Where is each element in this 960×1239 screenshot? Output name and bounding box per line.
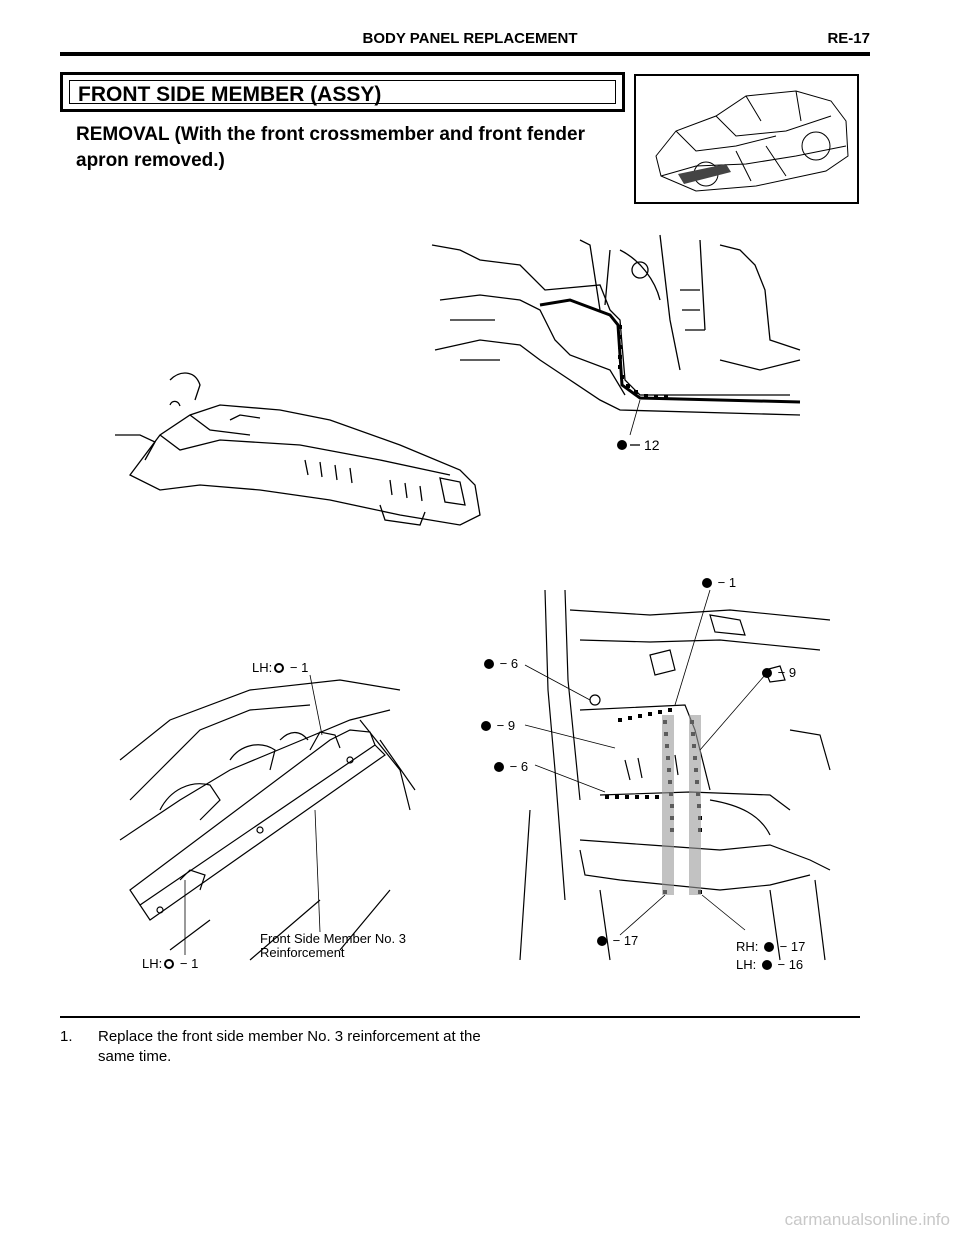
callout-weld-9b: − 9	[481, 719, 515, 733]
weld-symbol-icon	[762, 668, 772, 678]
floor-weld-figure	[519, 589, 831, 961]
page-title: FRONT SIDE MEMBER (ASSY)	[69, 80, 616, 106]
weld-symbol-icon	[702, 578, 712, 588]
vehicle-locator-figure	[634, 74, 859, 204]
watermark: carmanualsonline.info	[784, 1210, 950, 1229]
callout-weld-9a: − 9	[762, 666, 796, 680]
callout-value: 9	[507, 718, 516, 733]
part-label-line1: Front Side Member No. 3	[260, 931, 406, 946]
weld-symbol-icon	[764, 942, 775, 952]
section-title: BODY PANEL REPLACEMENT	[362, 30, 578, 47]
weld-symbol-icon	[597, 936, 607, 946]
callout-value: 1	[191, 956, 199, 971]
callout-value: 6	[510, 656, 519, 671]
weld-count-top: 12	[644, 437, 660, 453]
callout-weld-6b: − 6	[494, 760, 528, 774]
weld-symbol-icon	[481, 721, 491, 731]
callout-rh: RH: − 17	[736, 939, 806, 954]
callout-value: 17	[623, 933, 639, 948]
weld-symbol-icon	[761, 960, 772, 970]
callout-lh-bottom: LH: − 1	[142, 956, 199, 971]
highlighted-member	[678, 164, 731, 184]
callout-lh-top: LH: − 1	[252, 660, 309, 675]
weld-symbol-icon	[274, 663, 285, 673]
callout-weld-17: − 17	[597, 934, 638, 948]
callout-prefix: LH:	[736, 957, 757, 972]
section-rule	[60, 1016, 860, 1018]
spot-weld-marks	[618, 325, 668, 399]
title-box: FRONT SIDE MEMBER (ASSY)	[60, 72, 625, 112]
weld-symbol-icon	[484, 659, 494, 669]
callout-weld-6a: − 6	[484, 657, 518, 671]
weld-symbol-icon	[494, 762, 504, 772]
callout-value: 16	[788, 957, 804, 972]
header-rule	[60, 52, 870, 56]
reinforcement-detail-figure	[119, 674, 416, 961]
callout-weld-1: − 1	[702, 576, 736, 590]
callout-prefix: RH:	[736, 939, 759, 954]
part-label-line2: Reinforcement	[260, 945, 345, 960]
callout-prefix: LH:	[252, 660, 273, 675]
removal-subtitle: REMOVAL (With the front crossmember and …	[76, 124, 585, 171]
weld-symbol-icon	[617, 440, 627, 450]
weld-symbol-icon	[164, 959, 175, 969]
callout-value: 9	[788, 665, 797, 680]
spot-weld-marks	[605, 708, 702, 894]
step-text: Replace the front side member No. 3 rein…	[98, 1028, 481, 1065]
callout-lh: LH: − 16	[736, 957, 804, 972]
vehicle-body-illustration	[655, 90, 849, 192]
upper-removal-figure: 12	[115, 234, 801, 526]
part-label: Front Side Member No. 3 Reinforcement	[260, 932, 406, 960]
page-number: RE-17	[827, 30, 870, 47]
callout-value: 1	[301, 660, 309, 675]
callout-value: 1	[728, 575, 737, 590]
callout-value: 6	[520, 759, 529, 774]
step-number: 1.	[60, 1028, 73, 1045]
callout-value: 17	[790, 939, 806, 954]
callout-prefix: LH:	[142, 956, 163, 971]
